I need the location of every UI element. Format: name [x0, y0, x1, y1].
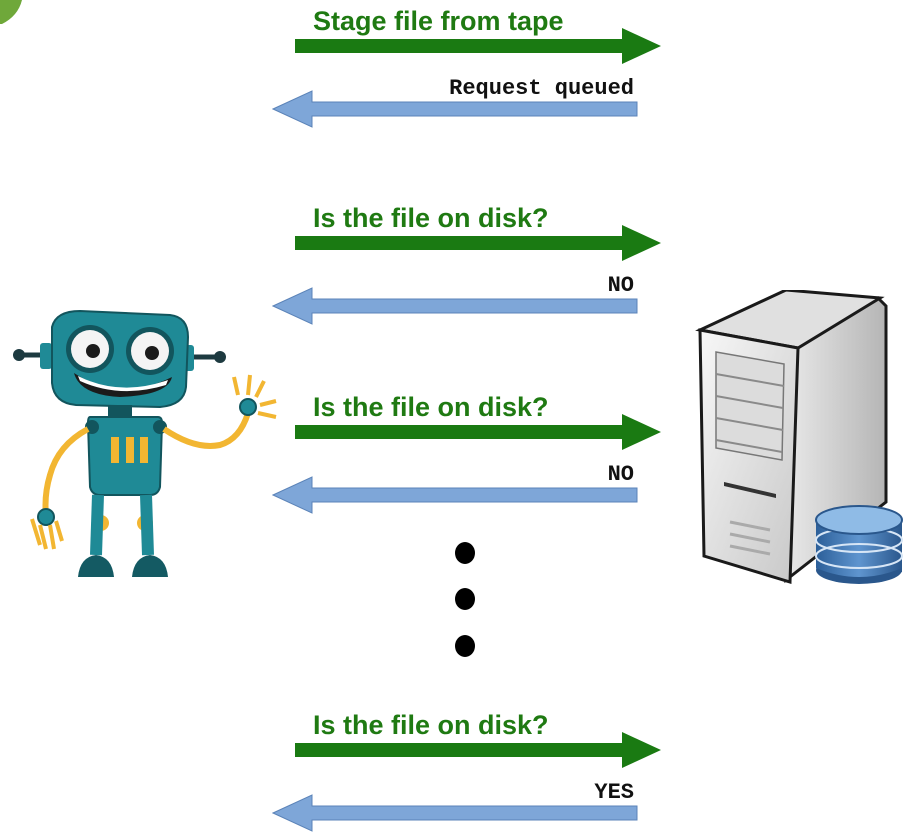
- response-arrow: [272, 90, 638, 128]
- request-label: Is the file on disk?: [313, 710, 549, 740]
- request-label: Is the file on disk?: [313, 392, 549, 422]
- response-label: Request queued: [449, 76, 634, 101]
- dot: [455, 635, 475, 657]
- dot: [455, 542, 475, 564]
- dot: [455, 588, 475, 610]
- request-arrow: [295, 225, 661, 261]
- exchange-1: Stage file from tape Request queued: [272, 0, 672, 130]
- corner-leaf-icon: [0, 0, 22, 24]
- ellipsis-vertical-dots-icon: [455, 542, 475, 657]
- request-arrow: [295, 414, 661, 450]
- request-arrow: [295, 732, 661, 768]
- exchange-2-arrows: [272, 225, 661, 325]
- robot-icon: [13, 309, 277, 577]
- exchange-3: Is the file on disk? NO: [272, 386, 672, 516]
- database-cylinder-icon: [815, 505, 903, 584]
- exchange-2: Is the file on disk? NO: [272, 197, 672, 327]
- exchange-4-arrows: [272, 732, 661, 832]
- request-label: Is the file on disk?: [313, 203, 549, 233]
- response-label: YES: [594, 780, 634, 805]
- exchange-4: Is the file on disk? YES: [272, 704, 672, 834]
- response-label: NO: [607, 273, 634, 298]
- response-label: NO: [607, 462, 634, 487]
- request-arrow: [295, 28, 661, 64]
- response-arrow: [272, 794, 638, 832]
- server-tower-icon: [695, 290, 903, 585]
- exchange-3-arrows: [272, 414, 661, 514]
- request-label: Stage file from tape: [313, 6, 564, 36]
- response-arrow: [272, 476, 638, 514]
- exchange-1-arrows: [272, 28, 661, 128]
- response-arrow: [272, 287, 638, 325]
